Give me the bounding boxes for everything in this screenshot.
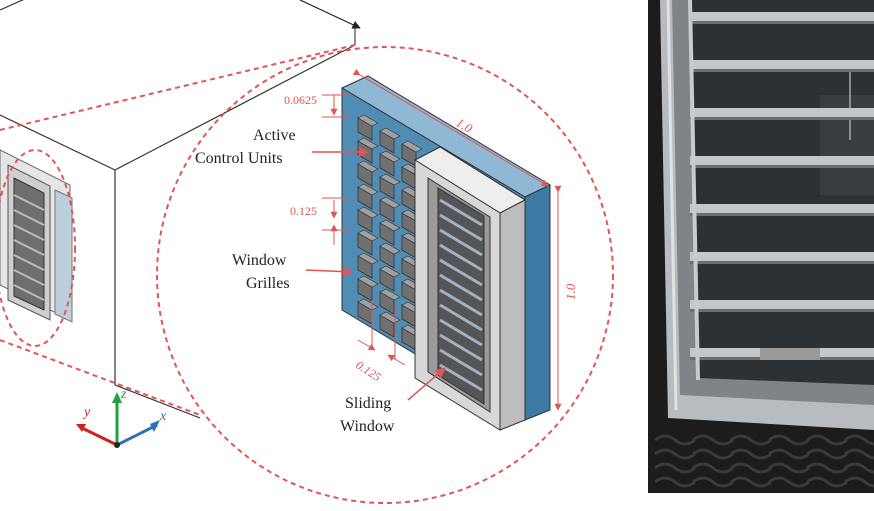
foam-ridge (730, 448, 772, 460)
photo-slat-shadow (690, 165, 874, 168)
foam-ridge (692, 462, 734, 474)
foam-ridge (844, 434, 874, 446)
foam-ridge (654, 476, 696, 488)
foam-ridge (806, 476, 848, 488)
axis-label-x: x (159, 409, 167, 424)
sliding-window (413, 146, 527, 431)
photo-slat (690, 204, 874, 213)
louver-slat (439, 348, 483, 377)
photo-slat (690, 252, 874, 261)
photo-slat-shadow (690, 21, 874, 24)
photo-slat (690, 12, 874, 21)
callout-sliding-window: Sliding Window (340, 367, 446, 435)
foam-ridge (692, 476, 734, 488)
control-unit-top (357, 252, 379, 265)
foam-ridge (844, 462, 874, 474)
louver-slat (439, 228, 483, 257)
louver-slat (439, 333, 483, 362)
foam-ridge (806, 434, 848, 446)
label-sliding-line1: Sliding (345, 395, 391, 412)
louver-slat (439, 258, 483, 287)
louver-slat (439, 243, 483, 272)
foam-ridge (768, 476, 810, 488)
callout-window-grilles: Window Grilles (232, 252, 354, 292)
dimension-unit-pitch-vertical (322, 197, 350, 245)
louver-slat (439, 288, 483, 317)
label-sliding-line2: Window (340, 418, 395, 435)
foam-ridge (692, 448, 734, 460)
acoustic-foam-texture (654, 434, 874, 488)
foam-ridge (654, 448, 696, 460)
photo-slat (690, 156, 874, 165)
louver-slat (439, 363, 483, 392)
louver-slat (439, 303, 483, 332)
control-unit-top (379, 242, 401, 255)
foam-ridge (806, 462, 848, 474)
louver-slat (439, 213, 483, 242)
control-unit-top (379, 265, 401, 278)
axis-label-z: z (120, 387, 127, 402)
coordinate-axes: x y z (76, 387, 167, 448)
photo-slat-shadow (690, 213, 874, 216)
zoom-circle (156, 46, 614, 504)
dimension-unit-pitch-horizontal (357, 300, 406, 366)
photo-slat-shadow (690, 69, 874, 72)
foam-ridge (844, 448, 874, 460)
dim-label-unit-pitch-horizontal: 0.125 (353, 358, 383, 384)
control-unit-top (357, 275, 379, 288)
control-unit-top (357, 229, 379, 242)
active-control-units (357, 114, 423, 351)
photo-slat (690, 300, 874, 309)
photo-slat (690, 108, 874, 117)
dimension-top-offset (322, 94, 350, 118)
dimension-panel-height: 1.0 (554, 185, 578, 411)
small-window-on-box (0, 149, 73, 323)
dim-label-panel-height: 1.0 (563, 283, 578, 300)
photo-slat-shadow (690, 261, 874, 264)
zoom-connector-lines (0, 44, 356, 416)
louver-slat (439, 273, 483, 302)
photo-slat-shadow (690, 117, 874, 120)
control-unit-top (357, 206, 379, 219)
dim-label-top-offset: 0.0625 (284, 93, 317, 107)
callout-active-control-units: Active Control Units (195, 127, 370, 167)
dim-label-unit-pitch-vertical: 0.125 (290, 204, 317, 218)
control-unit-top (379, 196, 401, 209)
foam-ridge (730, 434, 772, 446)
foam-ridge (730, 462, 772, 474)
foam-ridge (730, 476, 772, 488)
label-active-line2: Control Units (195, 150, 283, 167)
photo-slat-shadow (690, 309, 874, 312)
photo-slat (690, 60, 874, 69)
foam-ridge (654, 462, 696, 474)
control-unit-top (379, 288, 401, 301)
foam-ridge (692, 434, 734, 446)
label-grilles-line2: Grilles (246, 275, 290, 292)
louver-slat (439, 318, 483, 347)
foam-ridge (806, 448, 848, 460)
label-grilles-line1: Window (232, 252, 287, 269)
label-active-line1: Active (253, 127, 296, 144)
dimension-panel-width: 1.0 (352, 68, 549, 187)
foam-ridge (768, 462, 810, 474)
foam-ridge (768, 448, 810, 460)
window-photograph (648, 0, 874, 493)
louver-slat (439, 198, 483, 227)
room-box-outline (0, 0, 356, 419)
foam-ridge (654, 434, 696, 446)
axis-label-y: y (82, 405, 91, 420)
foam-ridge (768, 434, 810, 446)
window-highlight-ellipse (0, 149, 76, 347)
control-unit-top (357, 298, 379, 311)
control-unit-top (379, 219, 401, 232)
sliding-window-louvers (439, 198, 483, 392)
room-top-dimension (299, 0, 361, 45)
dim-label-panel-width: 1.0 (453, 115, 475, 136)
foam-ridge (844, 476, 874, 488)
